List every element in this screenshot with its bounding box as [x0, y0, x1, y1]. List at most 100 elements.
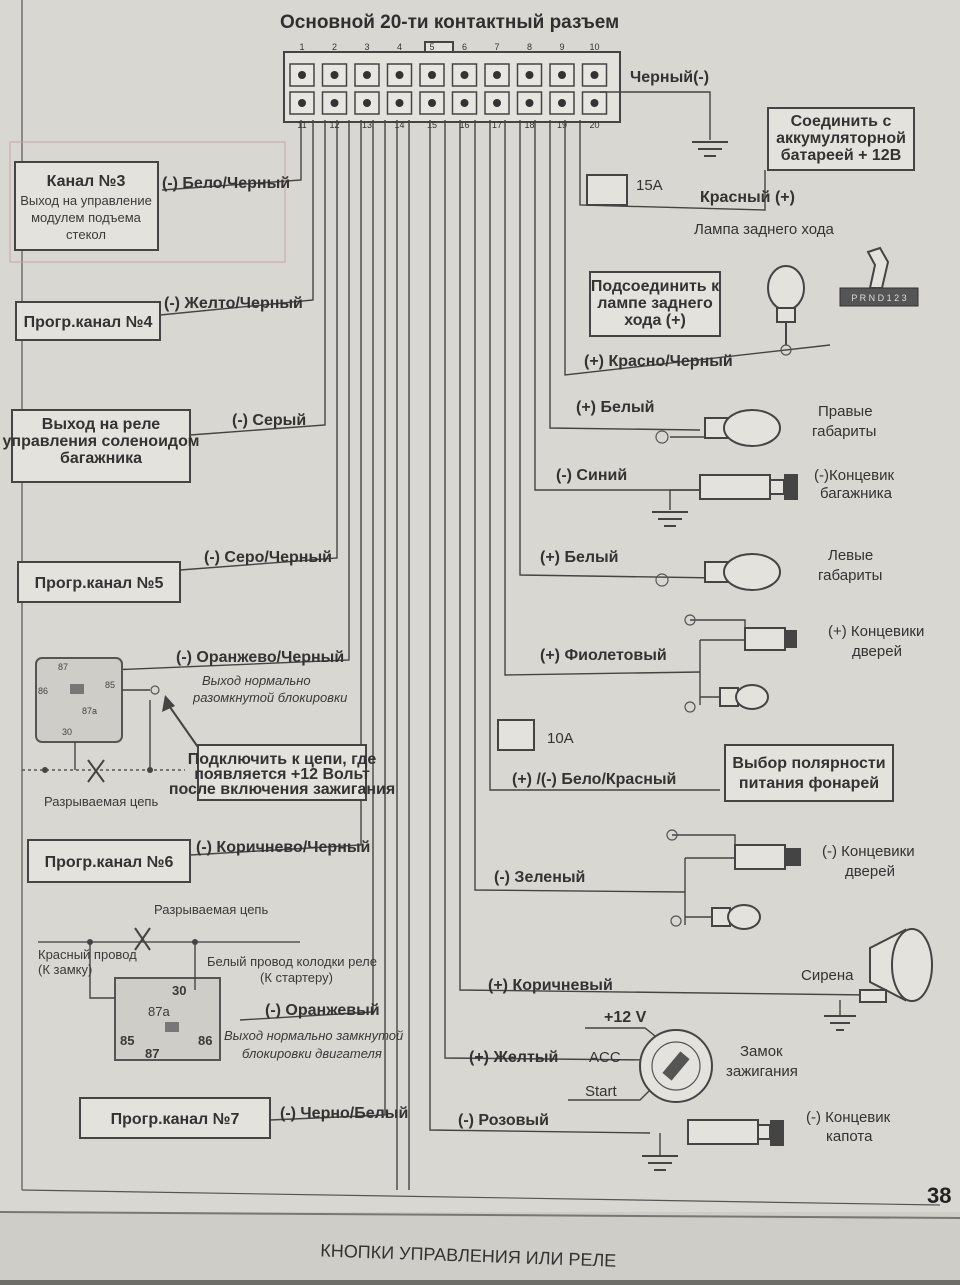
black-wire-label: Черный(-) [630, 69, 709, 86]
pin-top-number-10: 10 [589, 42, 599, 52]
siren-label: Сирена [801, 967, 854, 984]
pin-top-contact-9 [558, 71, 566, 79]
relay1-pin-30: 30 [62, 727, 72, 737]
channel3-desc-3: стекол [66, 227, 106, 242]
channel6-title: Прогр.канал №6 [45, 854, 174, 871]
next-page-strip [0, 1212, 960, 1280]
pin-top-contact-3 [363, 71, 371, 79]
channel3-title: Канал №3 [47, 173, 126, 190]
pin-bottom-number-16: 16 [459, 120, 469, 130]
white2-wire-label: (+) Белый [540, 549, 619, 566]
reverse-box-line-1: Подсоединить к [591, 278, 720, 295]
pin-top-number-8: 8 [527, 42, 532, 52]
pin-top-number-1: 1 [299, 42, 304, 52]
trunk-line-2: управления соленоидом [3, 433, 200, 450]
nc-block-line-1: Выход нормально замкнутой [224, 1028, 403, 1043]
pin-bottom-contact-18 [525, 99, 534, 107]
door-pos-line-1: (+) Концевики [828, 623, 924, 640]
pin-top-number-7: 7 [494, 42, 499, 52]
relay1-pin-85: 85 [105, 680, 115, 690]
relay1-icon: 87 86 85 87a 30 [35, 657, 160, 770]
acc-label: ACC [589, 1049, 621, 1066]
pin-top-contact-6 [460, 71, 469, 79]
pin-bottom-number-17: 17 [492, 120, 502, 130]
orange-black-wire-label: (-) Оранжево/Черный [176, 649, 344, 666]
reverse-box-line-2: лампе заднего [597, 295, 713, 312]
reverse-box-line-3: хода (+) [624, 312, 686, 329]
trunk-switch-icon [652, 474, 798, 527]
pin-top-contact-4 [395, 71, 404, 79]
white1-wire-label: (+) Белый [576, 399, 655, 416]
gear-selector-icon: P R N D 1 2 3 [839, 246, 919, 307]
pin-top-number-4: 4 [397, 42, 402, 52]
violet-wire-label: (+) Фиолетовый [540, 647, 667, 664]
channel3-highlight [9, 141, 286, 263]
fuse-15a-label: 15A [636, 177, 663, 194]
pin-bottom-contact-14 [395, 99, 404, 107]
pin-top-number-9: 9 [559, 42, 564, 52]
pin-top-number-3: 3 [364, 42, 369, 52]
right-wires [429, 91, 871, 1134]
relay1-pin-86: 86 [38, 686, 48, 696]
relay2-pin-85: 85 [120, 1033, 134, 1048]
ignition-lock-icon [639, 1029, 713, 1103]
pin-bottom-contact-16 [460, 99, 469, 107]
break-circuit-1 [22, 759, 185, 783]
door-neg-line-2: дверей [845, 863, 895, 880]
red-black-wire-label: (+) Красно/Черный [584, 353, 733, 370]
reverse-bulb-icon [767, 265, 805, 356]
pin-top-contact-8 [525, 71, 534, 79]
start-label: Start [585, 1083, 618, 1100]
door-switch-positive-icon [684, 614, 797, 713]
pin-bottom-number-13: 13 [362, 120, 372, 130]
reverse-lamp-label: Лампа заднего хода [694, 221, 834, 238]
pin-top-contact-5 [428, 71, 436, 79]
relay2-pin-30: 30 [172, 983, 186, 998]
right-parking-line-1: Правые [818, 403, 873, 420]
pin-bottom-contact-17 [493, 99, 501, 107]
trunk-relay-box [11, 409, 191, 483]
channel5-box [17, 561, 181, 603]
pin-top-contact-2 [330, 71, 339, 79]
relay2-pin-87: 87 [145, 1046, 159, 1061]
pin-top-number-5: 5 [429, 42, 434, 52]
pin-top-contact-7 [493, 71, 501, 79]
polarity-line-2: питания фонарей [739, 775, 879, 792]
door-switch-negative-icon [666, 829, 801, 930]
break-circuit-2 [38, 927, 300, 951]
pin-top-contact-1 [298, 71, 306, 79]
ignition-line-1: Замок [740, 1043, 783, 1060]
blue-wire-label: (-) Синий [556, 467, 627, 484]
channel7-wire-label: (-) Черно/Белый [280, 1105, 408, 1122]
right-parking-bulb-icon [655, 409, 781, 447]
relay2-pin-87a: 87a [148, 1004, 170, 1019]
fuse-10a [497, 719, 535, 751]
orange-wire-label: (-) Оранжевый [265, 1002, 380, 1019]
siren-icon [824, 928, 933, 1031]
ignition-connect-line-2: появляется +12 Вольт [194, 766, 370, 783]
trunk-switch-line-2: багажника [820, 485, 893, 502]
pin-bottom-number-19: 19 [557, 120, 567, 130]
channel3-wire-label: (-) Бело/Черный [162, 175, 290, 192]
pin-bottom-contact-15 [428, 99, 436, 107]
nc-block-line-2: блокировки двигателя [242, 1046, 382, 1061]
left-parking-bulb-icon [655, 553, 781, 591]
hood-switch-icon [642, 1119, 784, 1171]
no-block-line-1: Выход нормально [202, 673, 311, 688]
next-page-edge [0, 1211, 960, 1219]
pin-bottom-number-12: 12 [329, 120, 339, 130]
white-relay-line-1: Белый провод колодки реле [207, 954, 377, 969]
page-title: Основной 20-ти контактный разъем [280, 12, 619, 33]
red-wire-label: Красный (+) [700, 189, 795, 206]
pin-bottom-contact-12 [330, 99, 339, 107]
page-border-bottom [21, 1189, 941, 1206]
channel6-wire-label: (-) Коричнево/Черный [196, 839, 370, 856]
pin-bottom-contact-20 [590, 99, 599, 107]
trunk-wire-label: (-) Серый [232, 412, 306, 429]
door-neg-line-1: (-) Концевики [822, 843, 915, 860]
pin-bottom-number-20: 20 [589, 120, 599, 130]
red-wire-line-1: Красный провод [38, 947, 137, 962]
